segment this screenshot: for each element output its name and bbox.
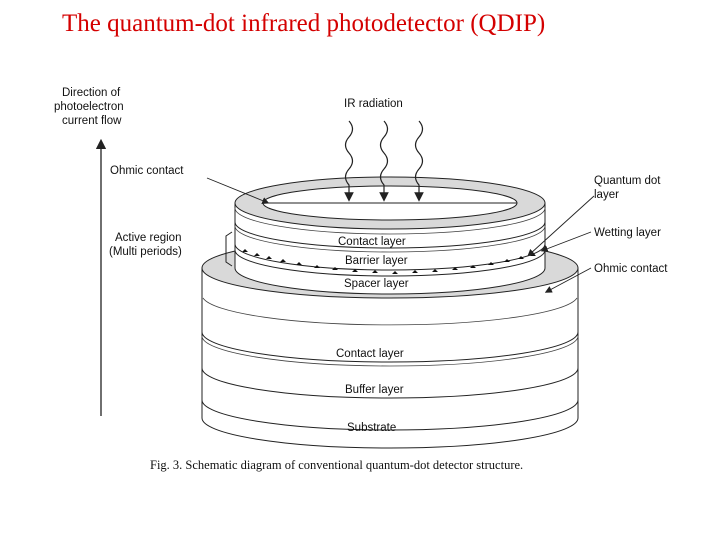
top-cylinder	[234, 176, 546, 295]
ir-radiation-waves	[344, 120, 424, 202]
figure-caption: Fig. 3. Schematic diagram of conventiona…	[150, 458, 524, 472]
quantum-dots	[242, 249, 536, 274]
leader-wetting	[540, 231, 592, 253]
contact-layer-bottom-label: Contact layer	[336, 348, 404, 360]
wetting-layer-label: Wetting layer	[594, 227, 661, 239]
buffer-layer-label: Buffer layer	[345, 384, 404, 396]
leader-ohmic-right	[544, 267, 592, 293]
substrate-label: Substrate	[347, 422, 396, 434]
leader-ohmic-top	[206, 177, 270, 204]
leader-quantum-dot	[527, 195, 595, 257]
spacer-layer-label: Spacer layer	[344, 278, 409, 290]
ir-radiation-label: IR radiation	[344, 98, 403, 110]
active-region-label: Active region (Multi periods)	[109, 232, 185, 258]
slide-title: The quantum-dot infrared photodetector (…	[62, 10, 546, 37]
contact-layer-top-label: Contact layer	[338, 236, 406, 248]
active-region-bracket	[225, 231, 233, 267]
top-ohmic-contact-ring	[234, 176, 546, 230]
quantum-dot-layer-label: Quantum dot layer	[594, 175, 664, 201]
barrier-layer-label: Barrier layer	[345, 255, 408, 267]
direction-label: Direction of photoelectron current flow	[54, 87, 127, 127]
ohmic-contact-right-label: Ohmic contact	[594, 263, 668, 275]
ohmic-contact-top-label: Ohmic contact	[110, 165, 184, 177]
